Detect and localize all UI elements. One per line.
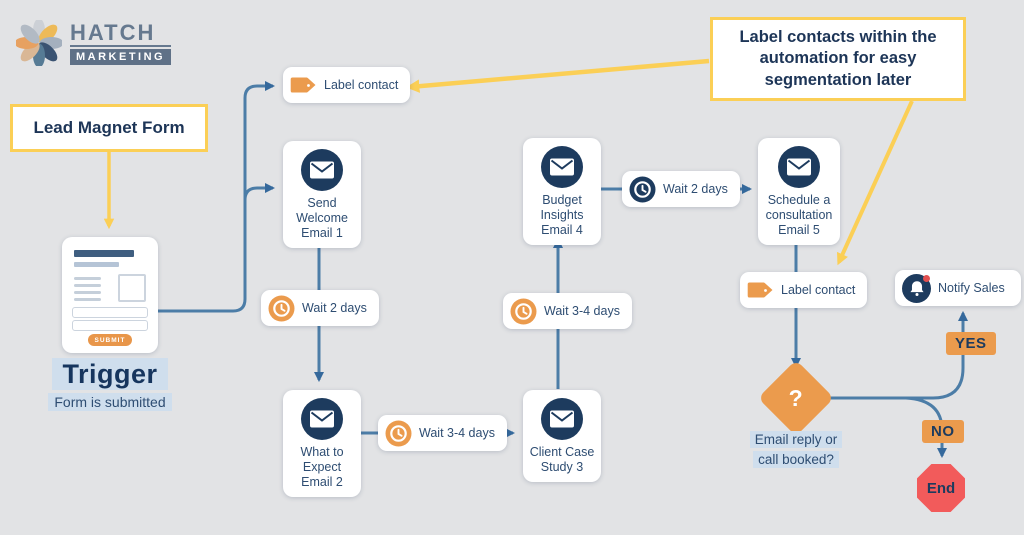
form-title-bar: [74, 250, 134, 257]
form-text-line: [74, 298, 101, 301]
yes-badge: YES: [946, 332, 996, 355]
lead-magnet-form-box: Lead Magnet Form: [10, 104, 208, 152]
trigger-title: Trigger: [39, 358, 181, 390]
envelope-icon: [541, 146, 583, 188]
notification-dot: [923, 274, 930, 282]
form-text-line: [74, 291, 101, 294]
envelope-icon: [301, 149, 343, 191]
question-mark: ?: [788, 384, 804, 411]
clock-icon: [268, 295, 295, 321]
form-text-line: [74, 284, 101, 287]
trigger-subtitle: Form is submitted: [39, 393, 181, 412]
clock-icon: [510, 298, 537, 324]
node-what-to-expect-email-2: What to Expect Email 2: [283, 390, 361, 497]
bell-icon: [902, 273, 931, 303]
node-wait-3-4-days-middle: Wait 3-4 days: [503, 293, 632, 329]
decision-question: Email reply or call booked?: [741, 430, 851, 471]
form-image-placeholder: [118, 274, 146, 302]
logo-tagline: MARKETING: [70, 48, 172, 65]
envelope-icon: [301, 398, 343, 440]
node-wait-2-days: Wait 2 days: [261, 290, 379, 326]
flower-logo-icon: [16, 20, 62, 66]
form-illustration: SUBMIT: [62, 237, 158, 353]
node-budget-insights-email-4: Budget Insights Email 4: [523, 138, 601, 245]
node-wait-2-days-navy: Wait 2 days: [622, 171, 740, 207]
clock-icon: [629, 176, 656, 202]
form-input-field: [72, 320, 148, 331]
node-label-contact-right: Label contact: [740, 272, 868, 308]
node-client-case-study-3: Client Case Study 3: [523, 390, 601, 482]
no-badge: NO: [922, 420, 964, 443]
node-schedule-consultation-email-5: Schedule a consultation Email 5: [758, 138, 840, 245]
tag-icon: [747, 282, 773, 297]
logo-name: HATCH: [70, 21, 172, 47]
clock-icon: [385, 420, 412, 446]
end-node: End: [917, 464, 965, 512]
tag-icon: [290, 77, 316, 92]
node-send-welcome-email-1: Send Welcome Email 1: [283, 141, 361, 248]
form-subtitle-bar: [74, 262, 119, 267]
logo: HATCH MARKETING: [16, 20, 172, 66]
node-label-contact-top: Label contact: [283, 67, 411, 103]
logo-wordmark: HATCH MARKETING: [70, 21, 172, 65]
form-input-field: [72, 307, 148, 318]
callout-note: Label contacts within the automation for…: [710, 17, 966, 101]
envelope-icon: [778, 146, 820, 188]
envelope-icon: [541, 398, 583, 440]
node-wait-3-4-days-bottom: Wait 3-4 days: [378, 415, 507, 451]
node-notify-sales: Notify Sales: [895, 270, 1021, 306]
submit-button: SUBMIT: [88, 334, 132, 346]
form-text-line: [74, 277, 101, 280]
